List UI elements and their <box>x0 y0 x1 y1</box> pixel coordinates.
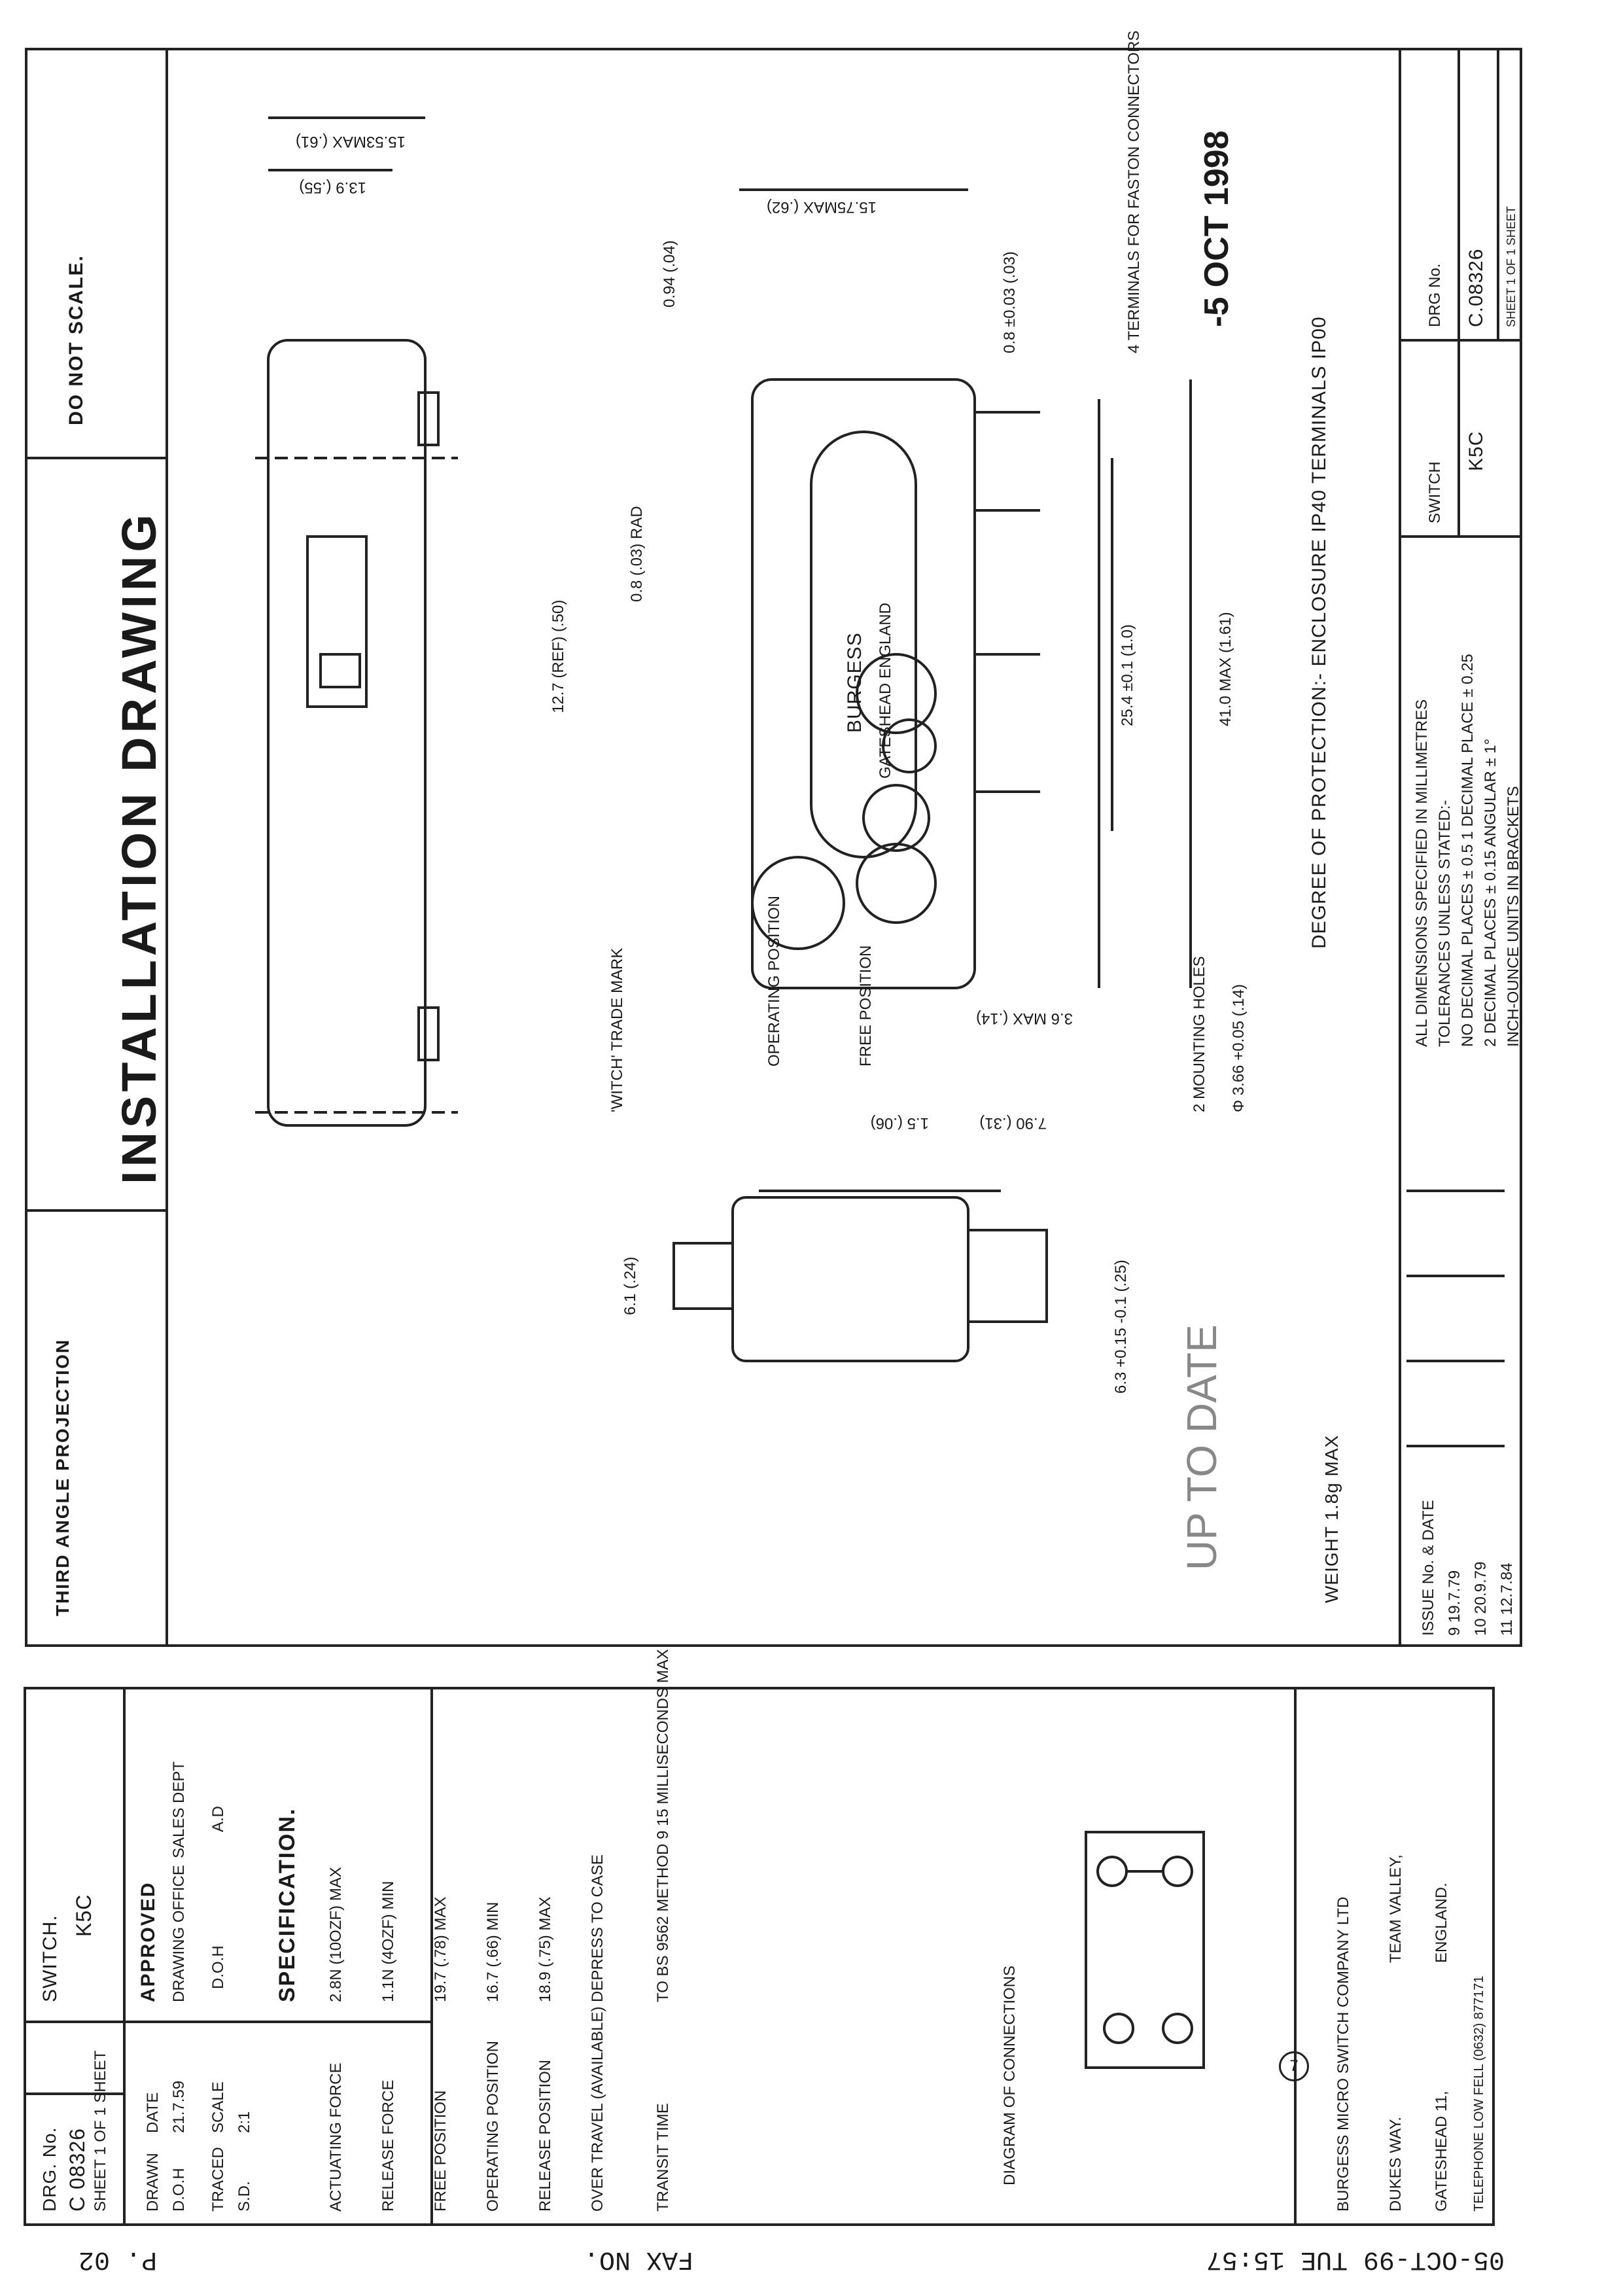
spec-label: OVER TRAVEL (AVAILABLE) <box>589 2006 606 2212</box>
traced-label: TRACED <box>209 2147 227 2212</box>
sales-dept-label: SALES DEPT <box>170 1761 188 1858</box>
issue-row: 10 20.9.79 <box>1472 1561 1490 1636</box>
terminals-note: 4 TERMINALS FOR FASTON CONNECTORS <box>1125 30 1143 353</box>
fax-timestamp: 05-OCT-99 TUE 15:57 <box>1206 2244 1505 2274</box>
body-label-location: GATESHEAD ENGLAND <box>877 603 894 779</box>
mounting-holes-note: 2 MOUNTING HOLES <box>1191 956 1208 1112</box>
dimension: 0.8 ±0.03 (.03) <box>1001 251 1019 353</box>
issue-row: 11 12.7.84 <box>1498 1563 1516 1636</box>
company-line: GATESHEAD 11, <box>1433 2091 1450 2212</box>
page-marker: 7 <box>1279 2051 1309 2081</box>
switch-value: K5C <box>72 1894 96 1937</box>
spec-label: OPERATING POSITION <box>484 2041 502 2212</box>
switch-label: SWITCH. <box>39 1915 61 2002</box>
dimension: 6.1 (.24) <box>621 1256 639 1315</box>
up-to-date-stamp: UP TO DATE <box>1178 1324 1225 1570</box>
date-stamp: -5 OCT 1998 <box>1198 130 1236 327</box>
dimension: 41.0 MAX (1.61) <box>1217 612 1234 726</box>
spec-value: 18.9 (.75) MAX <box>536 1896 554 2002</box>
traced-value: S.D. <box>236 2181 253 2212</box>
sheet-info: SHEET 1 OF 1 SHEET <box>92 2050 109 2212</box>
dimension: 13.9 (.55) <box>299 179 366 196</box>
approved-label: APPROVED <box>137 1881 159 2002</box>
radius-note: 0.8 (.03) RAD <box>628 506 646 602</box>
dimension: 3.6 MAX (.14) <box>975 1010 1073 1027</box>
spec-label: FREE POSITION <box>432 2090 449 2212</box>
drawing-office-label: DRAWING OFFICE <box>170 1865 188 2002</box>
projection-label: THIRD ANGLE PROJECTION <box>52 1338 73 1616</box>
spec-value: 16.7 (.66) MIN <box>484 1901 502 2002</box>
company-telephone: TELEPHONE LOW FELL (0632) 877171 <box>1472 1975 1486 2212</box>
drg-no-label: DRG. No. <box>39 2127 60 2212</box>
dims-note: 2 DECIMAL PLACES ± 0.15 ANGULAR ± 1° <box>1482 738 1499 1047</box>
dimension: 7.90 (.31) <box>979 1114 1047 1132</box>
switch-box-label: SWITCH <box>1426 461 1444 523</box>
dimension: 12.7 (REF) (.50) <box>550 599 567 713</box>
drawn-label: DRAWN <box>144 2153 162 2212</box>
page-title: INSTALLATION DRAWING <box>112 510 166 1184</box>
fax-page: P. 02 <box>78 2244 157 2274</box>
issue-row: 9 19.7.79 <box>1446 1570 1463 1636</box>
witch-mark-note: 'WITCH' TRADE MARK <box>608 947 626 1112</box>
spec-value: TO BS 9562 METHOD 9 15 MILLISECONDS MAX <box>654 1649 672 2002</box>
spec-value: 2.8N (10OZF) MAX <box>327 1867 345 2002</box>
specification-title: SPECIFICATION. <box>275 1807 300 2003</box>
mounting-dia-note: Φ 3.66 +0.05 (.14) <box>1230 984 1248 1112</box>
dimension: 25.4 ±0.1 (1.0) <box>1119 624 1136 726</box>
sales-dept-value: A.D <box>209 1805 227 1832</box>
spec-value: DEPRESS TO CASE <box>589 1854 606 2002</box>
dims-note: NO DECIMAL PLACES ± 0.5 1 DECIMAL PLACE … <box>1459 654 1476 1047</box>
dims-note: ALL DIMENSIONS SPECIFIED IN MILLIMETRES <box>1413 699 1431 1047</box>
weight-note: WEIGHT 1.8g MAX <box>1321 1434 1342 1603</box>
spec-label: ACTUATING FORCE <box>327 2062 345 2212</box>
spec-label: RELEASE FORCE <box>379 2079 397 2212</box>
dimension: 15.53MAX (.61) <box>295 133 406 150</box>
company-line: DUKES WAY. <box>1387 2117 1405 2212</box>
company-line: TEAM VALLEY, <box>1387 1854 1405 1963</box>
body-label-brand: BURGESS <box>844 632 865 733</box>
scale-label: SCALE <box>209 2081 227 2133</box>
drg-box-value: C.08326 <box>1465 248 1487 327</box>
do-not-scale-label: DO NOT SCALE. <box>65 254 87 425</box>
spec-value: 19.7 (.78) MAX <box>432 1896 449 2002</box>
drg-box-label: DRG No. <box>1426 263 1444 327</box>
date-value: 21.7.59 <box>170 2080 188 2133</box>
company-line: BURGESS MICRO SWITCH COMPANY LTD <box>1335 1896 1352 2212</box>
degree-of-protection: DEGREE OF PROTECTION:- ENCLOSURE IP40 TE… <box>1308 316 1330 949</box>
issue-header: ISSUE No. & DATE <box>1420 1500 1437 1636</box>
date-label: DATE <box>144 2092 162 2133</box>
spec-label: TRANSIT TIME <box>654 2103 672 2212</box>
free-position-note: FREE POSITION <box>857 945 875 1067</box>
drawn-value: D.O.H <box>170 2168 188 2212</box>
scale-value: 2:1 <box>236 2111 253 2133</box>
spec-value: 1.1N (4OZF) MIN <box>379 1881 397 2002</box>
dimension: 1.5 (.06) <box>870 1114 929 1132</box>
switch-box-value: K5C <box>1465 431 1487 471</box>
drawing-office-value: D.O.H <box>209 1945 227 1989</box>
dims-note: TOLERANCES UNLESS STATED:- <box>1436 800 1454 1047</box>
diagram-of-connections-label: DIAGRAM OF CONNECTIONS <box>1001 1965 1019 2185</box>
dimension: 15.75MAX (.62) <box>766 198 877 216</box>
operating-position-note: OPERATING POSITION <box>765 896 783 1067</box>
dims-note: INCH-OUNCE UNITS IN BRACKETS <box>1505 786 1522 1047</box>
spec-label: RELEASE POSITION <box>536 2059 554 2212</box>
fax-number-label: FAX NO. <box>583 2244 693 2274</box>
dimension: 0.94 (.04) <box>661 240 678 308</box>
company-line: ENGLAND. <box>1433 1882 1450 1963</box>
sheet-box: SHEET 1 OF 1 SHEET <box>1505 206 1518 327</box>
dimension: 6.3 +0.15 -0.1 (.25) <box>1112 1260 1130 1394</box>
drg-no: C 08326 <box>65 2128 89 2212</box>
